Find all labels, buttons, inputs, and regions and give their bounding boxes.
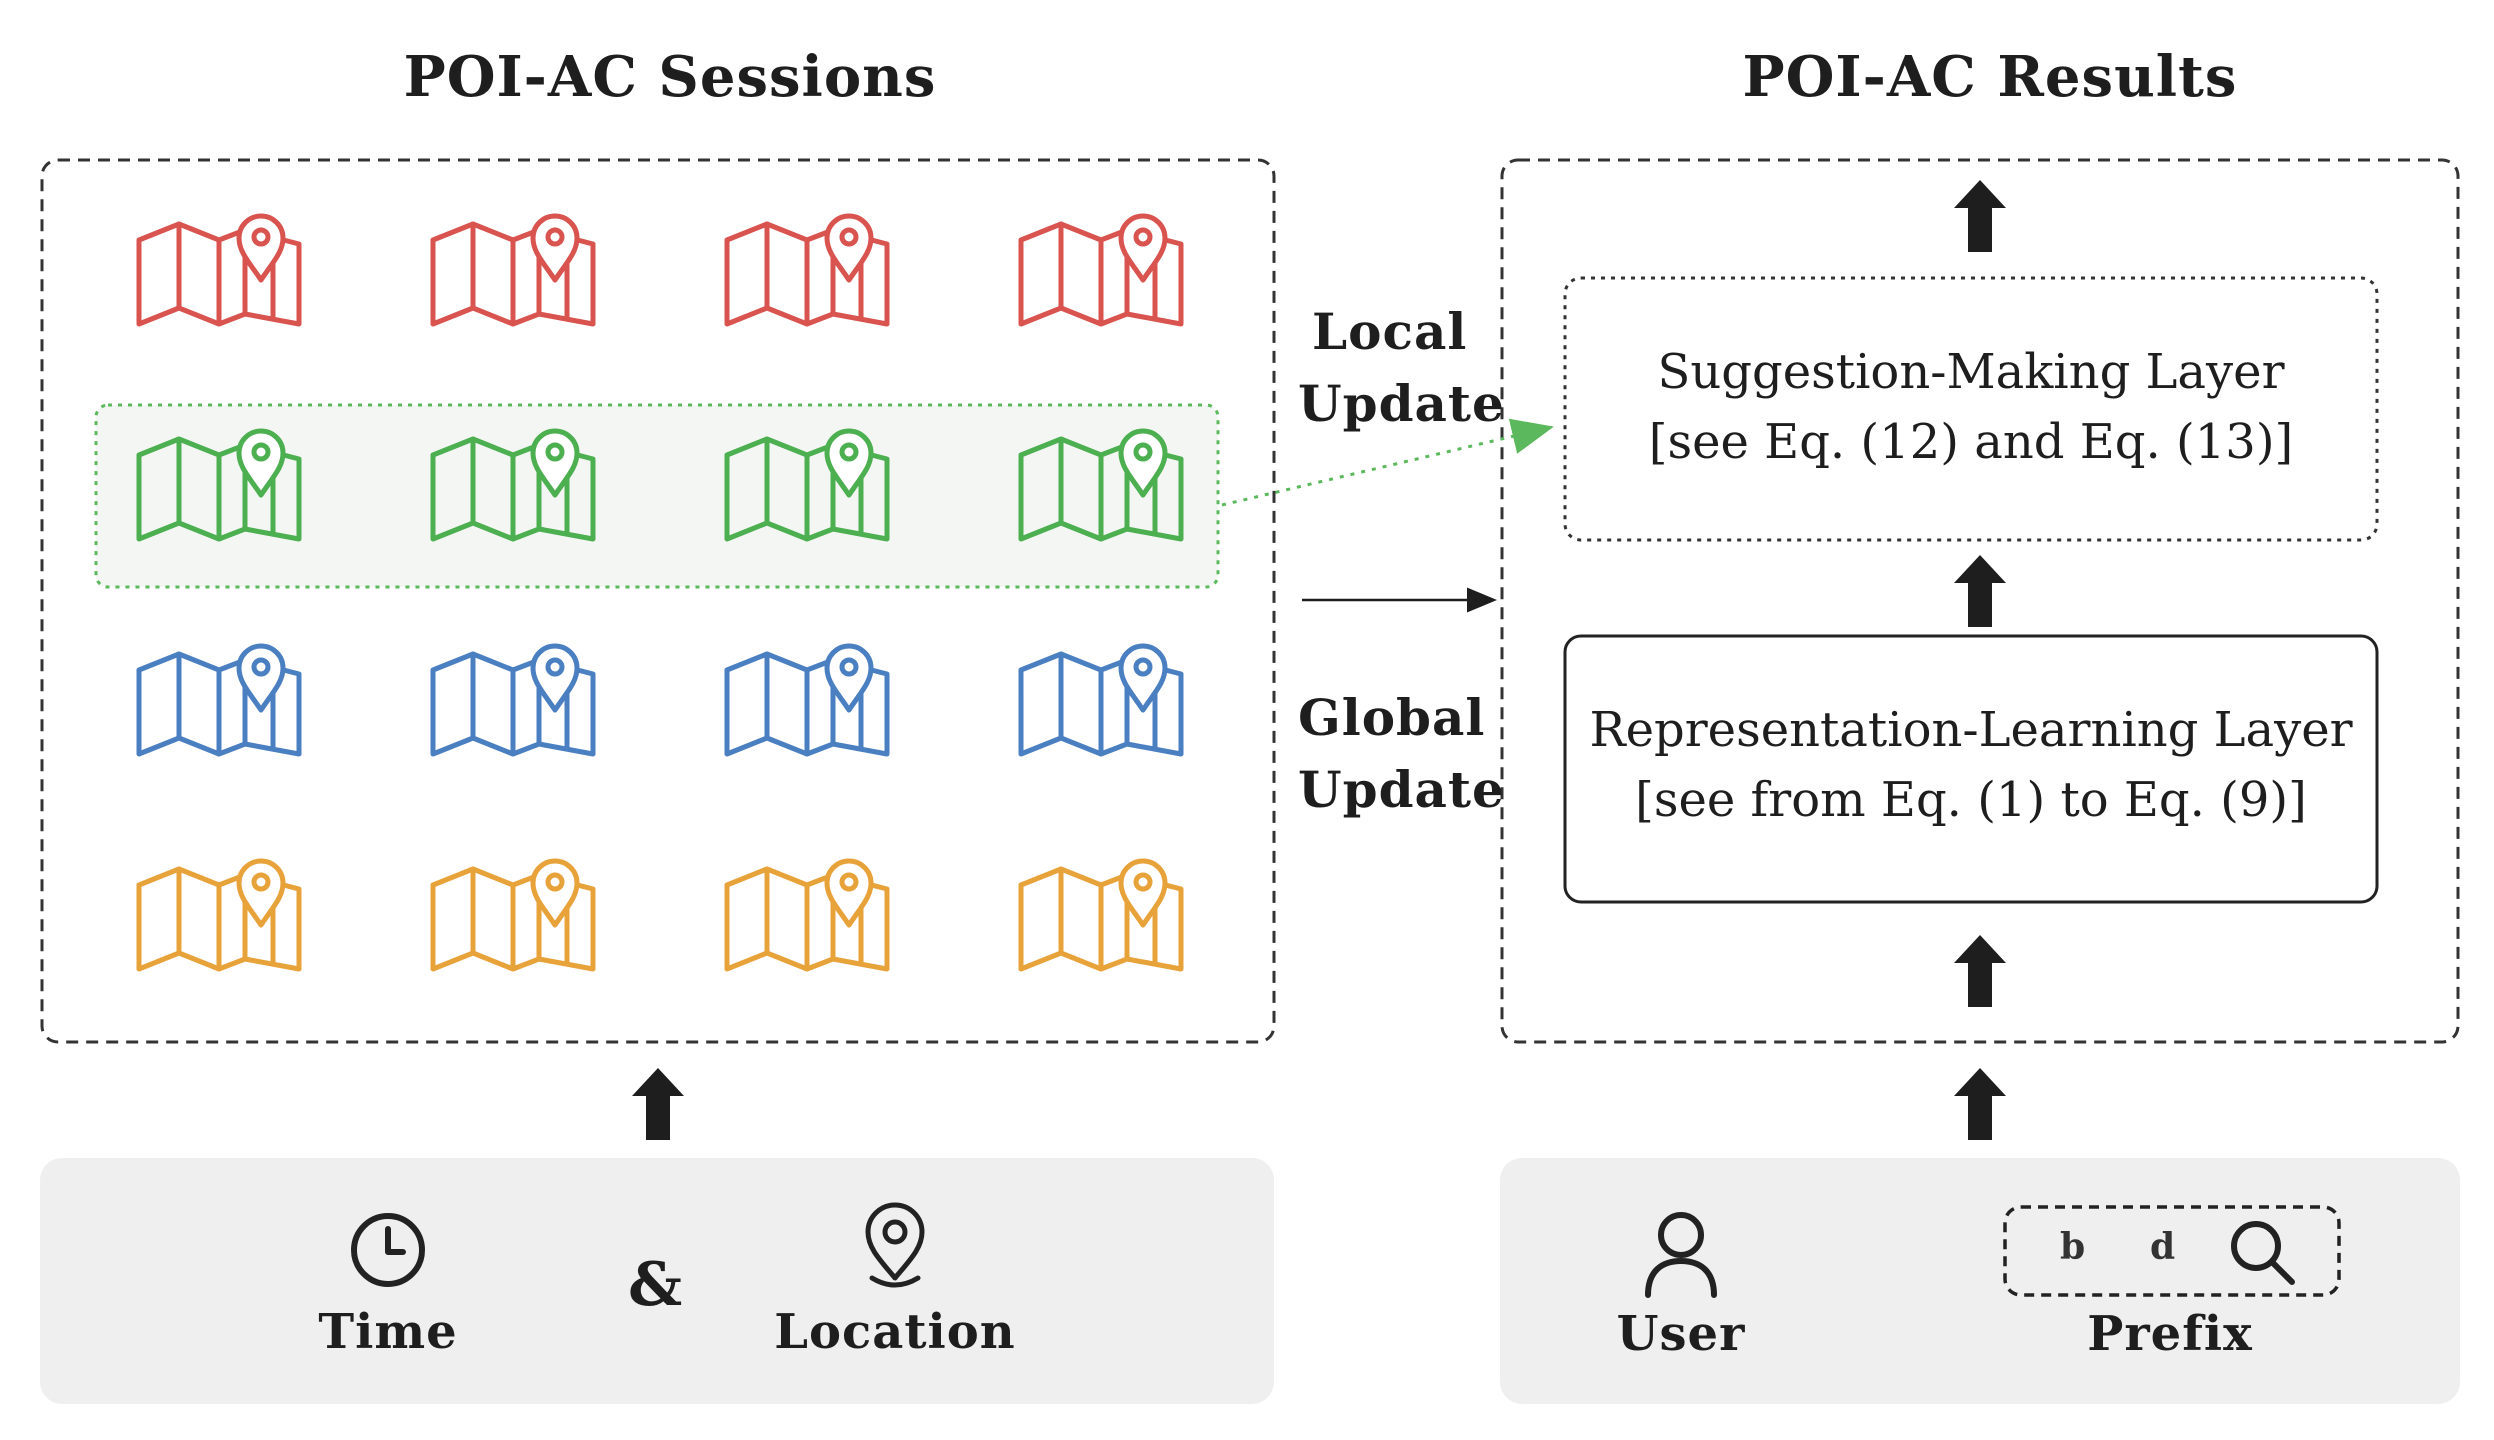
suggestion-layer-title: Suggestion-Making Layer [1657,344,2285,400]
map-pin-icon [430,213,596,327]
representation-layer: Representation-Learning Layer [see from … [1565,694,2377,844]
up-arrow-icon [1954,935,2006,1007]
up-arrow-icon [632,1068,684,1140]
query-input-panel [1500,1158,2460,1404]
results-frame [1500,158,2460,1044]
prefix-char: b [2060,1226,2086,1268]
search-icon [2231,1221,2295,1285]
up-arrow-icon [1954,555,2006,627]
suggestion-layer: Suggestion-Making Layer [see Eq. (12) an… [1565,336,2377,486]
sessions-title: POI-AC Sessions [403,44,937,110]
map-pin-icon [1018,858,1184,972]
highlighted-row-frame [94,403,1220,589]
results-title: POI-AC Results [1742,44,2238,110]
map-pin-icon [136,643,302,757]
local-update-line2: Update [1298,374,1505,433]
map-pin-icon [1018,428,1184,542]
local-update-line1: Local [1312,302,1468,361]
up-arrow-icon [1954,1068,2006,1140]
representation-layer-ref: [see from Eq. (1) to Eq. (9)] [1635,772,2307,828]
context-input-panel [40,1158,1274,1404]
representation-layer-box [1563,634,2379,904]
map-pin-icon [430,858,596,972]
local-update-connector [1221,418,1554,507]
global-update-line2: Update [1298,760,1505,819]
user-icon [1645,1212,1717,1298]
map-pin-icon [724,428,890,542]
map-pin-icon [1018,213,1184,327]
map-pin-icon [724,858,890,972]
sessions-frame [40,158,1276,1044]
up-arrow-icon [1954,180,2006,252]
map-pin-icon [136,428,302,542]
map-pin-icon [430,643,596,757]
location-label: Location [774,1304,1016,1360]
local-update-label: Local Update [1298,296,1505,440]
representation-layer-title: Representation-Learning Layer [1589,702,2353,758]
clock-icon [351,1213,425,1287]
map-pin-icon [724,643,890,757]
time-label: Time [318,1304,458,1360]
map-pin-icon [430,428,596,542]
map-pin-icon [136,213,302,327]
map-pin-icon [724,213,890,327]
prefix-char: d [2150,1226,2176,1268]
map-pin-icon [1018,643,1184,757]
global-update-label: Global Update [1298,682,1505,826]
suggestion-layer-ref: [see Eq. (12) and Eq. (13)] [1648,414,2294,470]
suggestion-layer-box [1563,276,2379,542]
global-update-line1: Global [1298,688,1486,747]
prefix-label: Prefix [2087,1306,2253,1362]
ampersand-symbol: & [628,1250,683,1320]
user-label: User [1616,1306,1746,1362]
map-pin-icon [136,858,302,972]
location-pin-icon [865,1202,925,1288]
